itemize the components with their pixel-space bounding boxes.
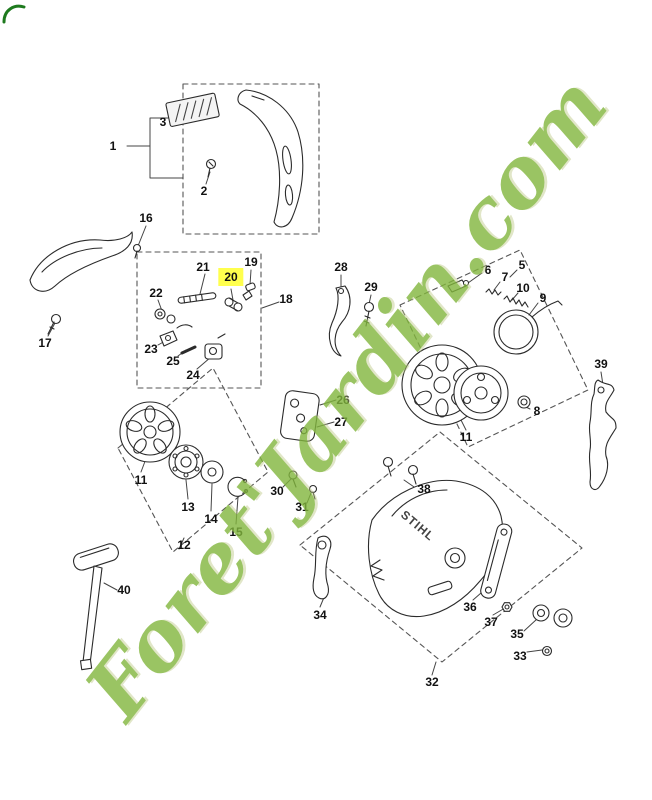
part-36-handle-bracket (480, 523, 513, 599)
assembly-box-flywheel (117, 367, 269, 553)
part-label-14: 14 (204, 512, 218, 526)
part-26-guide-plate (280, 390, 320, 442)
part-label-31: 31 (295, 500, 309, 514)
assembly-box-top (182, 83, 320, 235)
part-38-screws (382, 456, 419, 485)
part-24-block (204, 333, 226, 360)
part-25-pin (180, 345, 197, 355)
part-39-chain-catcher (588, 379, 617, 491)
part-label-12: 12 (177, 538, 191, 552)
assembly-box-tensioner (136, 251, 262, 389)
part-13-bearing (168, 444, 204, 480)
part-11-flywheel (119, 401, 181, 463)
part-31-screw (308, 484, 318, 500)
part-11-clutch-drum (401, 344, 509, 426)
part-label-16: 16 (139, 211, 153, 225)
part-label-33: 33 (513, 649, 527, 663)
part-33-washer (541, 645, 553, 657)
part-label-13: 13 (181, 500, 195, 514)
part-32-sprocket-cover (367, 479, 503, 618)
part-23-bracket (159, 324, 193, 347)
part-label-38: 38 (417, 482, 431, 496)
part-35-knobs (532, 604, 573, 628)
part-label-10: 10 (516, 281, 530, 295)
part-label-2: 2 (200, 184, 208, 198)
part-label-15: 15 (229, 525, 243, 539)
part-label-23: 23 (144, 342, 158, 356)
part-label-37: 37 (484, 615, 498, 629)
part-label-27: 27 (334, 415, 348, 429)
part-label-36: 36 (463, 600, 477, 614)
part-9-clutch-spring (493, 300, 563, 355)
part-19-clip (245, 282, 256, 292)
part-label-17: 17 (38, 336, 52, 350)
part-label-24: 24 (186, 368, 200, 382)
part-28-brake-band (328, 285, 351, 357)
part-16-handle-molding (29, 231, 142, 292)
part-label-5: 5 (518, 258, 526, 272)
part-label-22: 22 (149, 286, 163, 300)
part-label-20: 20 (218, 268, 244, 286)
part-37-nut (501, 602, 513, 612)
part-label-9: 9 (539, 291, 547, 305)
part-label-7: 7 (501, 270, 509, 284)
part-29-screw (363, 301, 375, 327)
part-34-brake-lever (312, 535, 332, 600)
part-8-washer (517, 395, 531, 409)
part-label-19: 19 (244, 255, 258, 269)
part-21-tension-screw (177, 292, 217, 304)
part-label-1: 1 (109, 139, 117, 153)
part-label-32: 32 (425, 675, 439, 689)
part-1-hand-guard (237, 89, 304, 228)
part-label-30: 30 (270, 484, 284, 498)
part-label-6: 6 (484, 263, 492, 277)
part-22-washers (154, 308, 176, 324)
part-6-pawl (447, 279, 470, 293)
part-label-34: 34 (313, 608, 327, 622)
part-label-11: 11 (134, 473, 148, 487)
part-17-screw (47, 313, 62, 335)
part-label-40: 40 (117, 583, 131, 597)
part-7-spring (485, 288, 502, 296)
part-label-18: 18 (279, 292, 293, 306)
part-label-26: 26 (336, 393, 350, 407)
part-40-combination-tool (72, 543, 119, 671)
assembly-box-cover (299, 431, 583, 663)
part-30-screw (288, 470, 298, 488)
part-20-slider (224, 290, 253, 312)
part-14-washer (200, 460, 224, 484)
part-3-label-plate (165, 92, 220, 127)
part-label-28: 28 (334, 260, 348, 274)
part-15-snap-ring (227, 476, 249, 497)
part-label-11: 11 (459, 430, 473, 444)
part-label-39: 39 (594, 357, 608, 371)
part-label-35: 35 (510, 627, 524, 641)
part-2-screw (205, 158, 217, 178)
part-label-8: 8 (533, 404, 541, 418)
part-label-21: 21 (196, 260, 210, 274)
part-label-25: 25 (166, 354, 180, 368)
part-label-3: 3 (159, 115, 167, 129)
part-10-spring (503, 295, 529, 308)
part-label-29: 29 (364, 280, 378, 294)
